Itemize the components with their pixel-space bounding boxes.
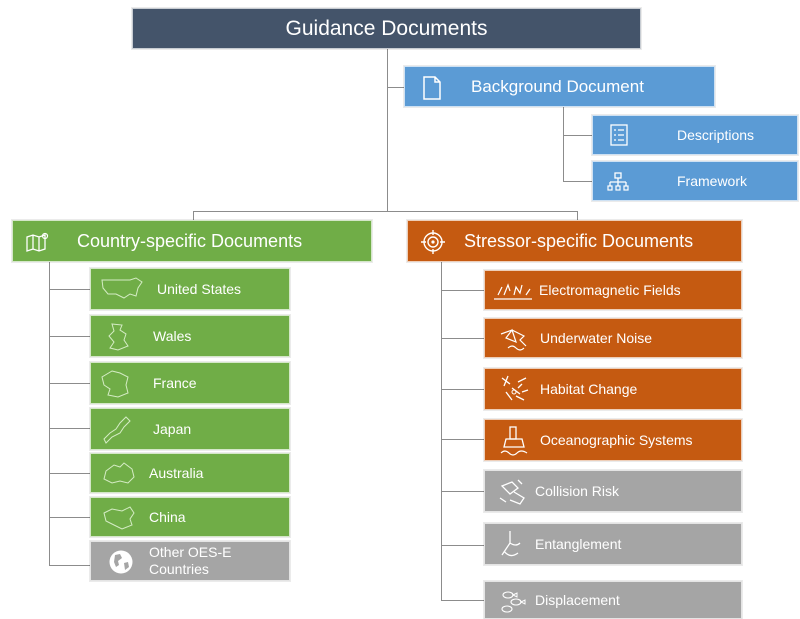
entanglement-icon [495,528,525,562]
stressor-item-electromagnetic-fields[interactable]: Electromagnetic Fields [484,270,742,310]
map-icon [25,230,51,254]
country-specific-box[interactable]: Country-specific Documents [12,220,372,262]
country-item-label: Other OES-E Countries [149,544,232,577]
stressor-item-habitat-change[interactable]: Habitat Change [484,368,742,410]
country-item-label: Japan [153,421,192,437]
stressor-item-displacement[interactable]: Displacement [484,581,742,619]
stressor-item-label: Entanglement [535,536,622,552]
country-specific-label: Country-specific Documents [77,231,303,251]
country-item-france[interactable]: France [90,362,290,404]
framework-box[interactable]: Framework [592,161,798,201]
australia-outline-icon [101,459,137,489]
noise-icon [497,325,531,353]
buoy-icon [499,424,529,458]
country-item-label: United States [157,281,242,297]
stressor-item-oceanographic-systems[interactable]: Oceanographic Systems [484,419,742,461]
hierarchy-icon [605,169,631,195]
stressor-item-underwater-noise[interactable]: Underwater Noise [484,318,742,358]
habitat-icon [497,373,531,407]
stressor-item-label: Electromagnetic Fields [539,282,681,298]
country-item-china[interactable]: China [90,497,290,537]
descriptions-box[interactable]: Descriptions [592,115,798,155]
descriptions-label: Descriptions [677,127,755,143]
electromagnetic-icon [491,279,535,303]
stressor-item-label: Oceanographic Systems [540,432,693,448]
country-item-label: Australia [149,465,204,481]
document-icon [419,75,445,101]
france-outline-icon [99,368,133,400]
target-icon [420,229,446,255]
stressor-item-entanglement[interactable]: Entanglement [484,523,742,565]
title-box: Guidance Documents [132,8,641,49]
list-icon [607,123,631,147]
page-title: Guidance Documents [285,16,488,40]
japan-outline-icon [101,414,133,446]
country-item-label: Wales [153,328,192,344]
country-item-label: China [149,509,186,525]
wales-outline-icon [103,321,133,353]
stressor-item-collision-risk[interactable]: Collision Risk [484,470,742,512]
country-item-wales[interactable]: Wales [90,315,290,357]
country-item-australia[interactable]: Australia [90,453,290,493]
country-item-label: France [153,375,197,391]
country-item-united-states[interactable]: United States [90,268,290,310]
framework-label: Framework [677,173,748,189]
country-item-other[interactable]: Other OES-E Countries [90,541,290,581]
stressor-item-label: Collision Risk [535,483,620,499]
stressor-item-label: Underwater Noise [540,330,653,346]
collision-icon [495,475,529,509]
stressor-specific-box[interactable]: Stressor-specific Documents [407,220,742,262]
background-document-box[interactable]: Background Document [404,66,715,107]
stressor-specific-label: Stressor-specific Documents [464,231,694,251]
displacement-icon [497,586,527,616]
stressor-item-label: Habitat Change [540,381,638,397]
background-document-label: Background Document [471,77,644,96]
country-item-japan[interactable]: Japan [90,408,290,450]
globe-icon [107,548,135,576]
china-outline-icon [101,503,137,533]
united-states-outline-icon [99,275,145,303]
stressor-item-label: Displacement [535,592,620,608]
